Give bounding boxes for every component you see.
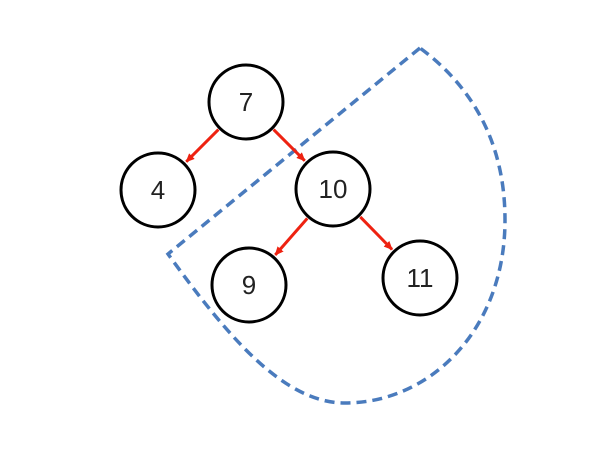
node-circle bbox=[294, 150, 372, 228]
tree-node-10: 10 bbox=[294, 150, 372, 228]
node-circle bbox=[381, 239, 459, 317]
tree-node-4: 4 bbox=[119, 151, 197, 229]
edge-arrow-7-to-10 bbox=[272, 128, 306, 162]
edge-arrow-7-to-4 bbox=[185, 128, 220, 163]
node-label: 9 bbox=[242, 270, 256, 300]
tree-node-7: 7 bbox=[207, 63, 285, 141]
edges-layer bbox=[185, 128, 394, 256]
tree-node-11: 11 bbox=[381, 239, 459, 317]
subtree-region-outline bbox=[165, 45, 507, 405]
node-label: 11 bbox=[407, 263, 434, 293]
node-label: 4 bbox=[151, 175, 165, 205]
edge-arrow-10-to-11 bbox=[359, 215, 394, 251]
node-label: 10 bbox=[319, 174, 348, 204]
node-circle bbox=[210, 246, 288, 324]
edge-arrow-10-to-9 bbox=[274, 217, 309, 256]
node-label: 7 bbox=[239, 87, 253, 117]
node-circle bbox=[119, 151, 197, 229]
tree-node-9: 9 bbox=[210, 246, 288, 324]
node-circle bbox=[207, 63, 285, 141]
